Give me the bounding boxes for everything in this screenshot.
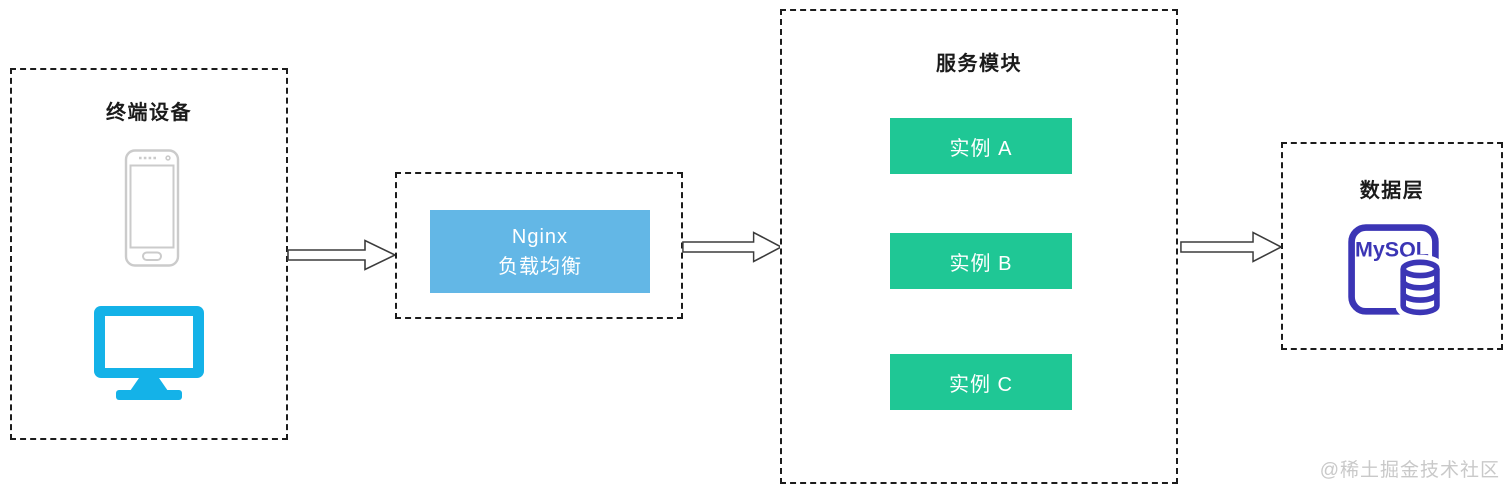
data-layer-group: 数据层 MySQL xyxy=(1281,142,1503,350)
arrow-nginx-to-services xyxy=(682,231,783,263)
watermark: @稀土掘金技术社区 xyxy=(1319,460,1500,481)
right-arrow-icon xyxy=(287,239,397,271)
nginx-load-balancer-node: Nginx 负载均衡 xyxy=(430,210,650,293)
right-arrow-icon xyxy=(1180,231,1283,263)
arrow-terminal-to-nginx xyxy=(287,239,397,271)
nginx-group: Nginx 负载均衡 xyxy=(395,172,683,319)
mysql-database-icon: MySQL xyxy=(1348,224,1445,321)
data-layer-title: 数据层 xyxy=(1359,180,1425,202)
terminal-devices-group: 终端设备 xyxy=(10,68,288,440)
smartphone-icon xyxy=(124,148,180,268)
nginx-label-line2: 负载均衡 xyxy=(498,255,582,278)
arrow-services-to-data xyxy=(1180,231,1283,263)
service-instance-b: 实例 B xyxy=(890,233,1072,289)
service-module-group: 服务模块 实例 A 实例 B 实例 C xyxy=(780,9,1178,484)
right-arrow-icon xyxy=(682,231,783,263)
terminal-devices-title: 终端设备 xyxy=(106,102,192,124)
service-module-title: 服务模块 xyxy=(936,53,1022,75)
service-instance-a: 实例 A xyxy=(890,118,1072,174)
nginx-label-line1: Nginx xyxy=(511,225,569,248)
desktop-monitor-icon xyxy=(94,306,204,400)
service-instance-c: 实例 C xyxy=(890,354,1072,410)
